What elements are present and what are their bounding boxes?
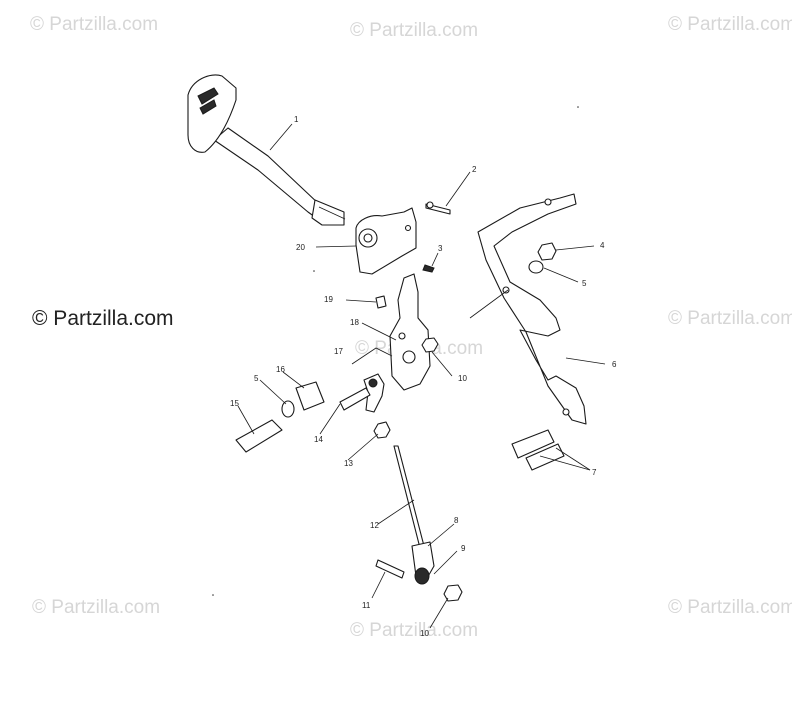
watermark: © Partzilla.com — [668, 597, 792, 618]
rod-end-lower — [411, 541, 435, 585]
watermark: © Partzilla.com — [350, 620, 479, 641]
callout-9: 9 — [461, 544, 466, 553]
callout-7: 7 — [592, 468, 597, 477]
callout-5-left: 5 — [254, 374, 259, 383]
leader-lines — [237, 123, 606, 629]
brake-pedal — [187, 74, 346, 226]
callout-4: 4 — [600, 241, 605, 250]
callout-15: 15 — [230, 399, 239, 408]
watermark: © Partzilla.com — [668, 14, 792, 35]
callout-18: 18 — [350, 318, 359, 327]
clip — [422, 264, 435, 273]
callout-2: 2 — [472, 165, 477, 174]
watermark: © Partzilla.com — [668, 308, 792, 329]
mount-plate — [355, 207, 417, 275]
callout-12: 12 — [370, 521, 379, 530]
bolt-short — [339, 387, 371, 411]
callout-17: 17 — [334, 347, 343, 356]
callout-6: 6 — [612, 360, 617, 369]
callout-8: 8 — [454, 516, 459, 525]
watermark: © Partzilla.com — [350, 20, 479, 41]
callout-13: 13 — [344, 459, 353, 468]
callout-10-upper: 10 — [458, 374, 467, 383]
nut-upper — [421, 337, 439, 353]
frame-bracket — [477, 193, 587, 425]
callout-19: 19 — [324, 295, 333, 304]
washer-left — [281, 400, 295, 418]
bushing — [375, 295, 387, 309]
watermark: © Partzilla.com — [32, 597, 161, 618]
nut-lower-rod — [443, 584, 463, 602]
pivot-bolt — [235, 419, 283, 453]
spacer — [295, 381, 325, 411]
callout-11: 11 — [362, 601, 371, 610]
pivot-bracket — [389, 273, 431, 391]
callout-5-right: 5 — [582, 279, 587, 288]
callout-16: 16 — [276, 365, 285, 374]
nut-frame — [537, 242, 557, 261]
brake-rod — [393, 445, 425, 549]
washer-right — [528, 260, 544, 274]
bolt-lower — [375, 559, 405, 579]
callout-labels: 1 2 3 4 5 6 7 8 9 10 10 11 12 13 14 15 1… — [230, 115, 617, 638]
callout-10-lower: 10 — [420, 629, 429, 638]
callout-20: 20 — [296, 243, 305, 252]
watermark: © Partzilla.com — [30, 14, 159, 35]
bolts-pair — [511, 429, 565, 471]
callout-1: 1 — [294, 115, 299, 124]
pin — [425, 201, 451, 215]
main-watermark: © Partzilla.com — [32, 307, 174, 330]
callout-3: 3 — [438, 244, 443, 253]
callout-14: 14 — [314, 435, 323, 444]
